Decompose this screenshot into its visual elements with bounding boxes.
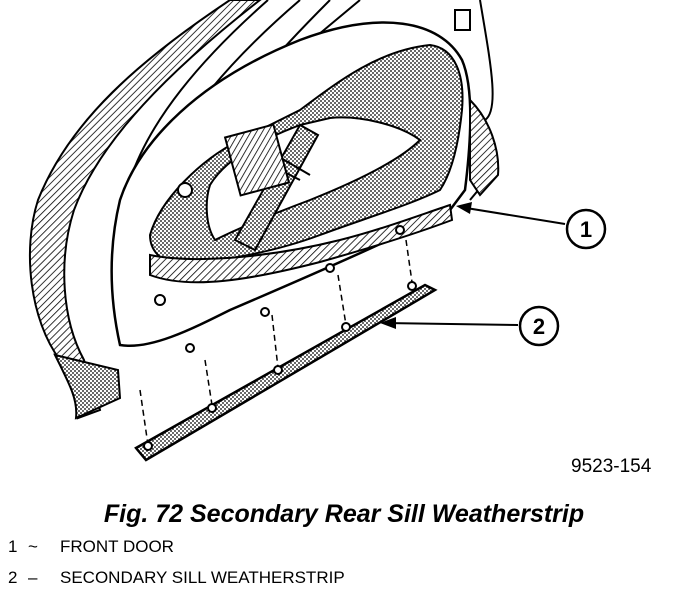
legend-separator: ~ bbox=[28, 537, 38, 556]
callout-1: 1 bbox=[456, 202, 607, 250]
callout-2: 2 bbox=[380, 305, 560, 347]
figure-caption: Fig. 72 Secondary Rear Sill Weatherstrip bbox=[103, 500, 585, 528]
legend-number: 1 bbox=[8, 537, 18, 556]
secondary-sill-weatherstrip bbox=[134, 281, 438, 462]
door-weatherstrip-illustration: 1 2 bbox=[28, 0, 607, 462]
front-door-panel bbox=[110, 21, 472, 353]
legend-label: SECONDARY SILL WEATHERSTRIP bbox=[60, 568, 345, 587]
legend-label: FRONT DOOR bbox=[60, 537, 174, 556]
legend-item-secondary-sill-weatherstrip: 2– SECONDARY SILL WEATHERSTRIP bbox=[8, 568, 345, 588]
callout-1-number: 1 bbox=[580, 217, 592, 242]
legend-item-front-door: 1 ~ FRONT DOOR bbox=[8, 537, 174, 557]
legend-number: 2 bbox=[8, 568, 18, 587]
figure-part-number: 9523-154 bbox=[571, 456, 652, 477]
callout-2-number: 2 bbox=[533, 314, 545, 339]
door-seal bbox=[28, 0, 262, 420]
legend-separator: – bbox=[28, 568, 38, 587]
alignment-lines bbox=[139, 239, 413, 446]
hinge-pillar bbox=[454, 0, 500, 201]
